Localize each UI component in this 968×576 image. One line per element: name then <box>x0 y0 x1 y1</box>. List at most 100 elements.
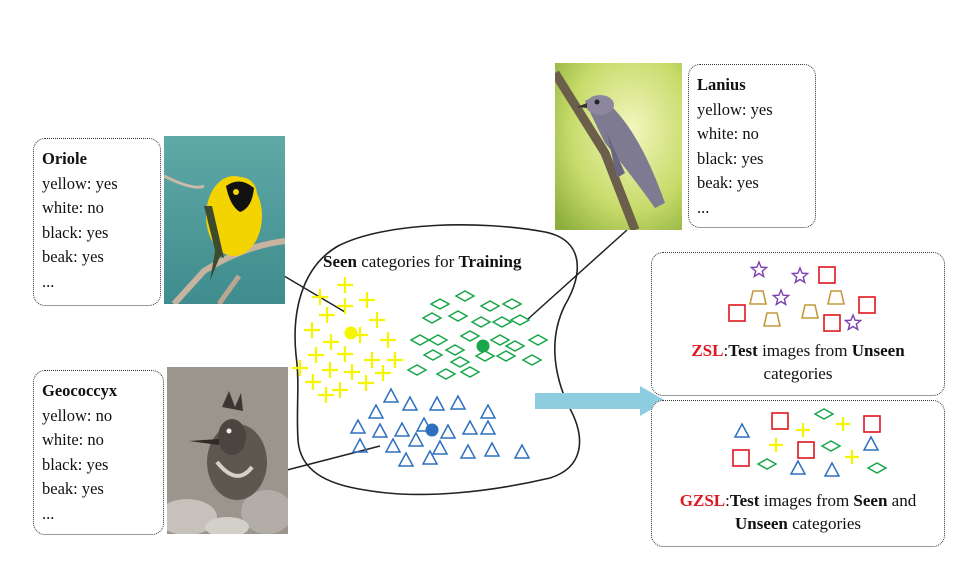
gzsl-and: and <box>887 491 917 510</box>
triangle-marker <box>483 441 501 457</box>
plus-marker <box>308 347 324 363</box>
training-label-middle: categories for <box>357 252 459 271</box>
attribute-line: yellow: yes <box>42 173 118 193</box>
diamond-marker <box>495 350 517 362</box>
plus-marker <box>369 312 385 328</box>
attribute-line: ... <box>697 197 710 217</box>
class-center-dot <box>425 423 439 437</box>
lanius-photo <box>555 63 682 230</box>
triangle-marker <box>513 443 531 459</box>
diamond-marker <box>479 300 501 312</box>
diamond-marker <box>491 316 513 328</box>
diamond-marker <box>454 290 476 302</box>
plus-marker <box>305 374 321 390</box>
triangle-marker <box>461 419 479 435</box>
bird-name: Geococcyx <box>42 381 118 400</box>
geococcyx-photo <box>167 367 288 534</box>
gzsl-tail: categories <box>787 514 862 533</box>
triangle-marker <box>479 419 497 435</box>
plus-marker <box>322 362 338 378</box>
triangle-marker <box>421 449 439 465</box>
connector-oriole <box>278 272 346 313</box>
class-center-dot <box>344 326 358 340</box>
plus-marker <box>292 360 308 376</box>
attribute-line: white: no <box>42 430 104 449</box>
diamond-marker <box>489 334 511 346</box>
attribute-line: beak: yes <box>42 479 104 498</box>
plus-marker <box>332 382 348 398</box>
training-label: Seen categories for Training <box>323 252 521 272</box>
triangle-marker <box>393 421 411 437</box>
triangle-marker <box>449 394 467 410</box>
attribute-line: black: yes <box>42 454 109 474</box>
plus-marker <box>337 277 353 293</box>
triangle-marker <box>401 395 419 411</box>
gzsl-seen-word: Seen <box>853 491 888 510</box>
plus-marker <box>387 352 403 368</box>
diamond-marker <box>447 310 469 322</box>
training-region <box>294 224 581 496</box>
triangle-marker <box>439 423 457 439</box>
plus-marker <box>358 375 374 391</box>
plus-marker <box>359 292 375 308</box>
attribute-line: ... <box>42 503 55 523</box>
attribute-line: black: yes <box>697 148 764 168</box>
arrow-to-test <box>535 386 666 416</box>
gzsl-unseen-word: Unseen <box>734 514 788 533</box>
diamond-marker <box>509 314 531 326</box>
diamond-marker <box>444 344 466 356</box>
attribute-line: beak: yes <box>697 173 759 192</box>
zsl-test-box: ZSL:Test images from Unseen categories <box>651 252 945 396</box>
diamond-marker <box>474 350 496 362</box>
gzsl-test-box: GZSL:Test images from Seen and Unseen ca… <box>651 400 945 547</box>
triangle-marker <box>384 437 402 453</box>
gzsl-caption: GZSL:Test images from Seen and Unseen ca… <box>652 489 944 535</box>
plus-marker <box>323 334 339 350</box>
oriole-attribute-box: Oriole yellow: yes white: no black: yes … <box>33 138 161 306</box>
diamond-marker <box>470 316 492 328</box>
zsl-sep: : <box>723 341 729 360</box>
zsl-prefix: ZSL <box>691 341 724 360</box>
zsl-caption: ZSL:Test images from Unseen categories <box>652 339 944 385</box>
diamond-marker <box>421 312 443 324</box>
gzsl-test-word: Test <box>729 491 760 510</box>
triangle-marker <box>428 395 446 411</box>
diamond-marker <box>504 340 526 352</box>
gzsl-prefix: GZSL <box>679 491 726 510</box>
gzsl-middle: images from <box>759 491 854 510</box>
zsl-tail: categories <box>763 364 833 383</box>
triangle-marker <box>349 418 367 434</box>
triangle-marker <box>479 403 497 419</box>
diamond-marker <box>435 368 457 380</box>
attribute-line: white: no <box>42 198 104 217</box>
connector-geococcyx <box>286 445 381 471</box>
plus-marker <box>312 289 328 305</box>
plus-marker <box>364 352 380 368</box>
oriole-photo <box>164 136 285 304</box>
diamond-marker <box>449 356 471 368</box>
diamond-marker <box>409 334 431 346</box>
zsl-test-word: Test <box>728 341 758 360</box>
triangle-marker <box>367 403 385 419</box>
diamond-marker <box>406 364 428 376</box>
seen-word: Seen <box>323 252 357 271</box>
plus-marker <box>318 387 334 403</box>
plus-marker <box>344 364 360 380</box>
triangle-marker <box>415 416 433 432</box>
triangle-marker <box>397 451 415 467</box>
training-word: Training <box>458 252 522 271</box>
zsl-unseen-word: Unseen <box>851 341 905 360</box>
lanius-attribute-box: Lanius yellow: yes white: no black: yes … <box>688 64 816 228</box>
diamond-marker <box>459 330 481 342</box>
plus-marker <box>375 365 391 381</box>
attribute-line: white: no <box>697 124 759 143</box>
plus-marker <box>319 307 335 323</box>
class-center-dot <box>476 339 490 353</box>
triangle-marker <box>382 387 400 403</box>
bird-name: Lanius <box>697 75 746 94</box>
triangle-marker <box>459 443 477 459</box>
diamond-marker <box>429 298 451 310</box>
diamond-marker <box>427 334 449 346</box>
bird-name: Oriole <box>42 149 87 168</box>
